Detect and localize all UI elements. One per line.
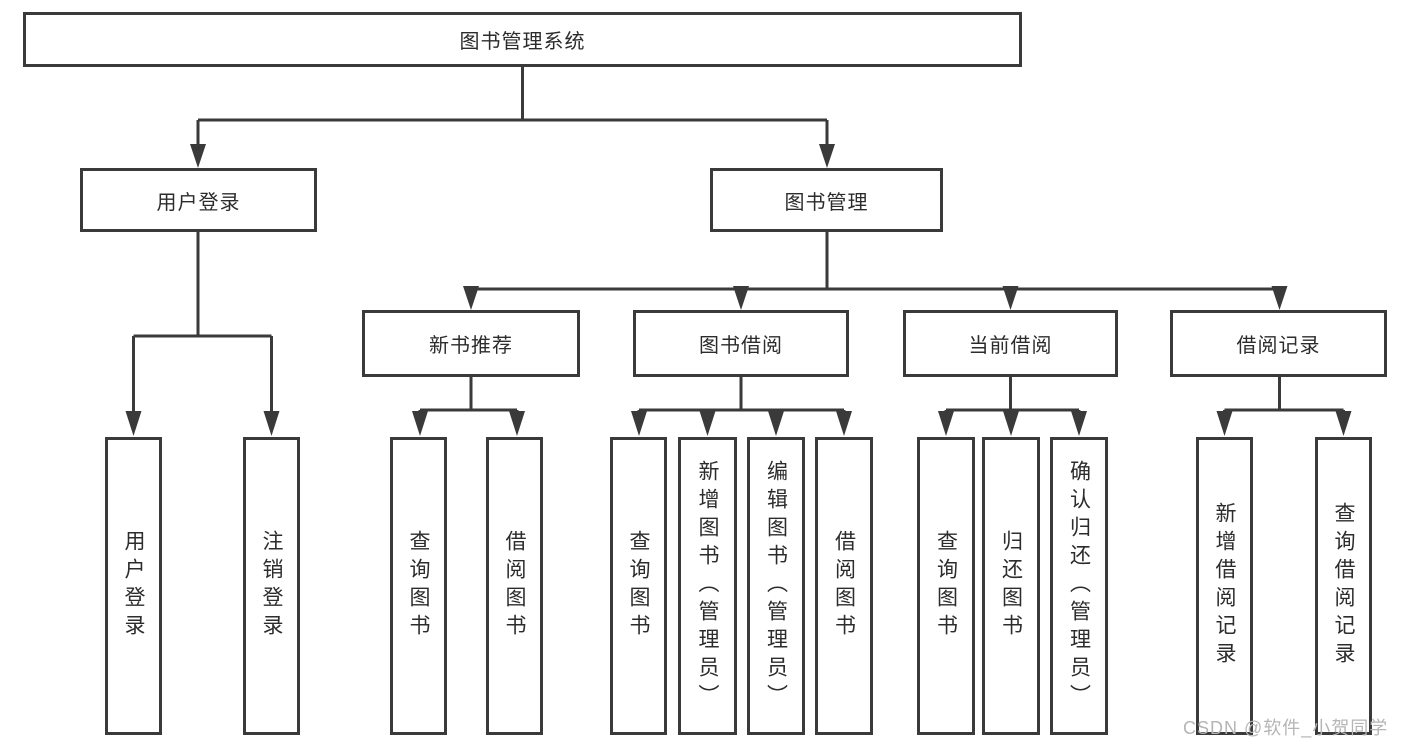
leaf-records-add-record: 新增借阅记录 xyxy=(1196,437,1253,735)
leaf-recommend-borrow-book: 借阅图书 xyxy=(486,437,543,735)
node-current-borrow: 当前借阅 xyxy=(903,310,1118,377)
leaf-recommend-query-book: 查询图书 xyxy=(390,437,447,735)
leaf-borrow-edit-book-admin: 编辑图书（管理员） xyxy=(747,437,805,735)
leaf-current-confirm-return-admin: 确认归还（管理员） xyxy=(1050,437,1108,735)
csdn-watermark: CSDN @软件_小贺同学 xyxy=(1183,718,1389,738)
leaf-records-query-record: 查询借阅记录 xyxy=(1315,437,1372,735)
node-user-login: 用户登录 xyxy=(80,168,317,232)
leaf-current-query-book: 查询图书 xyxy=(917,437,975,735)
leaf-current-return-book: 归还图书 xyxy=(982,437,1040,735)
leaf-borrow-add-book-admin: 新增图书（管理员） xyxy=(678,437,737,735)
leaf-logout: 注销登录 xyxy=(243,437,300,735)
node-borrow-records: 借阅记录 xyxy=(1170,310,1387,377)
leaf-borrow-query-book: 查询图书 xyxy=(610,437,667,735)
node-new-book-recommend: 新书推荐 xyxy=(362,310,580,377)
leaf-borrow-borrow-book: 借阅图书 xyxy=(815,437,873,735)
node-root-system: 图书管理系统 xyxy=(23,12,1022,67)
leaf-user-login: 用户登录 xyxy=(105,437,162,735)
node-book-borrow: 图书借阅 xyxy=(633,310,849,377)
node-book-manage: 图书管理 xyxy=(710,168,943,232)
